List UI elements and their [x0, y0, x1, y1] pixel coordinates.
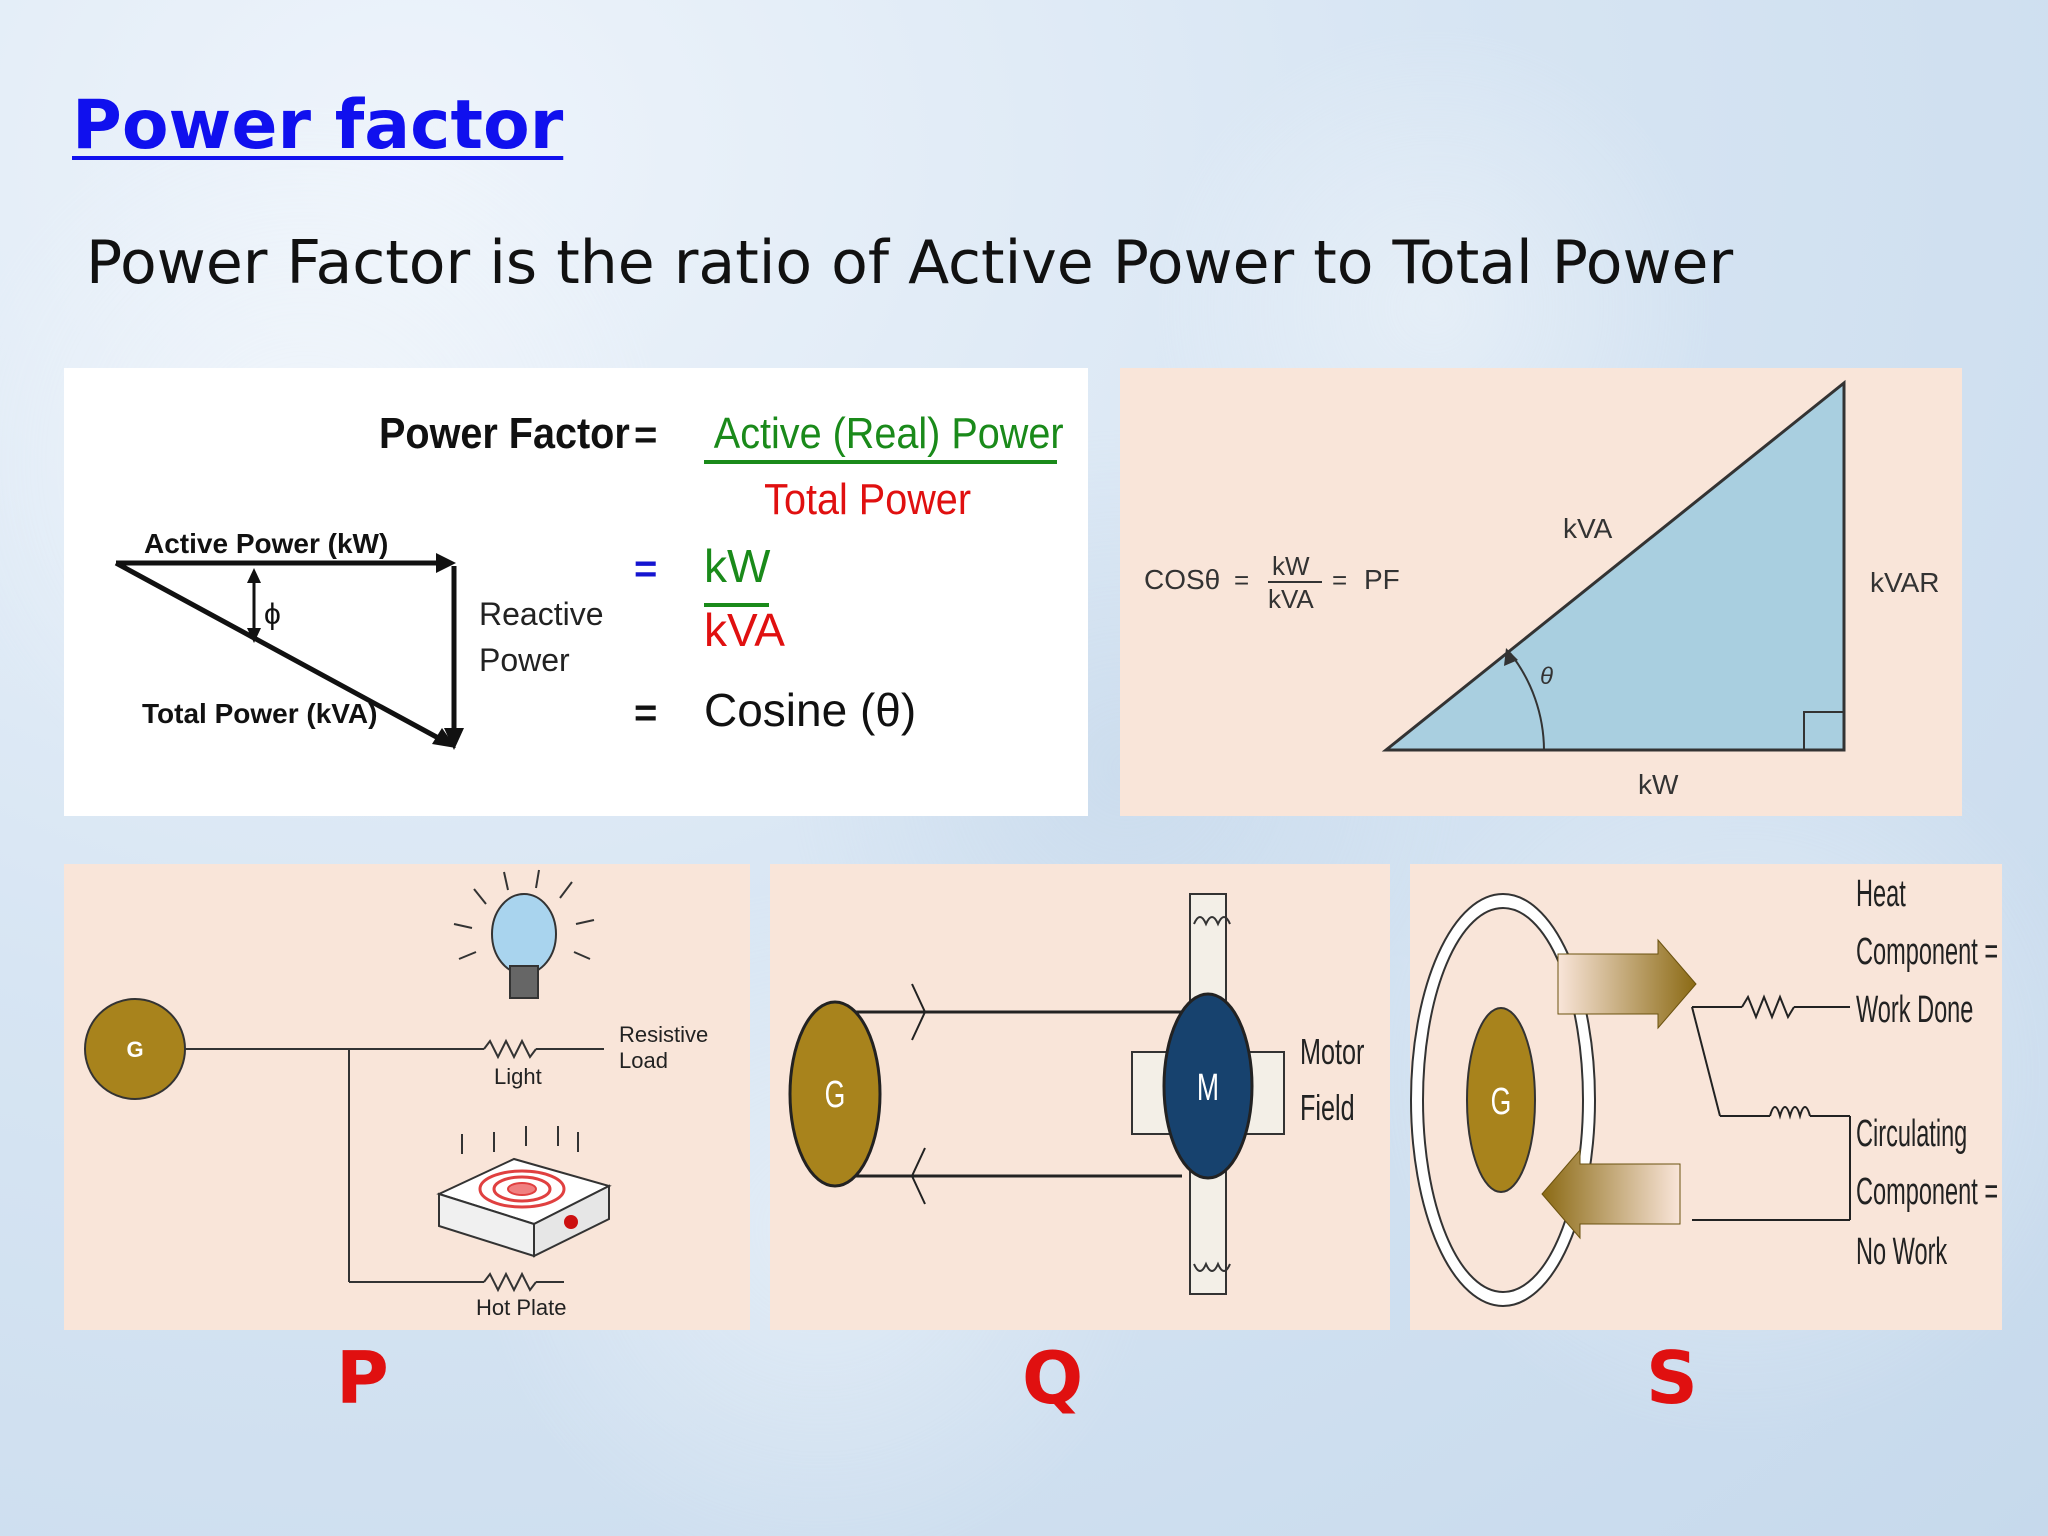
motor-field-diagram: G M Motor Field: [788, 893, 1364, 1295]
generator-label: G: [126, 1037, 143, 1062]
denominator: Total Power: [764, 474, 971, 523]
theta-label: θ: [1540, 663, 1553, 690]
right-triangle-diagram: θ kVA kVAR kW COSθ = kW kVA = PF: [1144, 379, 1940, 800]
resistive-line1: Resistive: [619, 1022, 708, 1047]
numerator: Active (Real) Power: [714, 408, 1064, 457]
letter-s: S: [1646, 1336, 1698, 1420]
kva-den: kVA: [704, 604, 785, 656]
cos-eq: =: [1234, 565, 1249, 595]
reactive-arrow-head: [444, 728, 464, 750]
q-panel: G M Motor Field: [770, 864, 1390, 1330]
p-panel: G: [64, 864, 750, 1330]
current-chevron-bottom: [910, 1147, 926, 1205]
formula-diagram: Power Factor = Active (Real) Power Total…: [114, 408, 1064, 750]
apparent-power-diagram: G Heat Component = Work Done Circulating…: [1410, 871, 1998, 1307]
s-panel: G Heat Component = Work Done Circulating…: [1410, 864, 2002, 1330]
frac-den: kVA: [1268, 584, 1314, 614]
total-arrow-head: [432, 728, 456, 748]
kvar-label: kVAR: [1870, 567, 1940, 598]
angle-arc: [1509, 652, 1545, 751]
eq1: =: [634, 413, 657, 457]
eq3: =: [634, 691, 657, 735]
current-chevron-top: [911, 983, 927, 1041]
base-kw-label: kW: [1638, 769, 1679, 800]
motor-ellipse: [1162, 992, 1254, 1180]
s-generator-label: G: [1491, 1079, 1512, 1122]
resistive-line2: Load: [619, 1048, 668, 1073]
motor-label: M: [1197, 1065, 1219, 1108]
slide-title: Power factor: [72, 86, 564, 165]
hot-plate-icon: [436, 1126, 612, 1258]
letter-q: Q: [1022, 1336, 1084, 1420]
heat-arrow-icon: [1557, 938, 1697, 1030]
pf-lhs: Power Factor: [379, 408, 630, 457]
phi-symbol: ϕ: [264, 598, 281, 631]
s-generator-ellipse: [1466, 1007, 1536, 1193]
hot-plate-label: Hot Plate: [476, 1295, 567, 1320]
formula-panel: Power Factor = Active (Real) Power Total…: [64, 368, 1088, 816]
circulating-inductor: [1769, 1106, 1811, 1120]
cos-eq2: =: [1332, 565, 1347, 595]
heat-resistor: [1741, 994, 1795, 1020]
light-resistor: [483, 1038, 537, 1060]
power-triangle: [1381, 379, 1846, 752]
cos-label: COSθ: [1144, 564, 1220, 595]
total-power-label: Total Power (kVA): [142, 698, 377, 729]
letter-p: P: [336, 1336, 389, 1420]
triangle-panel: θ kVA kVAR kW COSθ = kW kVA = PF: [1120, 368, 1962, 816]
active-power-label: Active Power (kW): [144, 528, 388, 559]
hotplate-resistor: [483, 1271, 537, 1293]
pf-label: PF: [1364, 564, 1400, 595]
right-angle-mark: [1803, 711, 1845, 751]
total-power-arrow: [114, 560, 444, 743]
circ-line2: Component =: [1856, 1169, 1998, 1212]
motor-field-line1: Motor: [1300, 1032, 1364, 1073]
circ-line1: Circulating: [1856, 1111, 1967, 1154]
slide-subtitle: Power Factor is the ratio of Active Powe…: [86, 228, 1734, 298]
light-bulb-icon: [453, 869, 595, 999]
q-generator-label: G: [825, 1072, 846, 1115]
frac-num: kW: [1272, 551, 1310, 581]
circ-line3: No Work: [1856, 1229, 1947, 1272]
active-arrow-head: [436, 553, 456, 573]
reactive-line2: Power: [479, 642, 570, 678]
motor-field-line2: Field: [1300, 1088, 1355, 1129]
resistive-load-diagram: G: [84, 869, 708, 1320]
cosine-label: Cosine (θ): [704, 684, 916, 736]
hyp-label: kVA: [1563, 513, 1613, 544]
light-label: Light: [494, 1064, 542, 1089]
kw-num: kW: [704, 540, 771, 592]
eq2: =: [634, 547, 657, 591]
generator-ellipse: [788, 1000, 882, 1188]
circulating-arrow-icon: [1541, 1148, 1681, 1240]
heat-line3: Work Done: [1856, 987, 1973, 1030]
heat-line1: Heat: [1856, 871, 1906, 914]
heat-line2: Component =: [1856, 929, 1998, 972]
reactive-line1: Reactive: [479, 596, 604, 632]
